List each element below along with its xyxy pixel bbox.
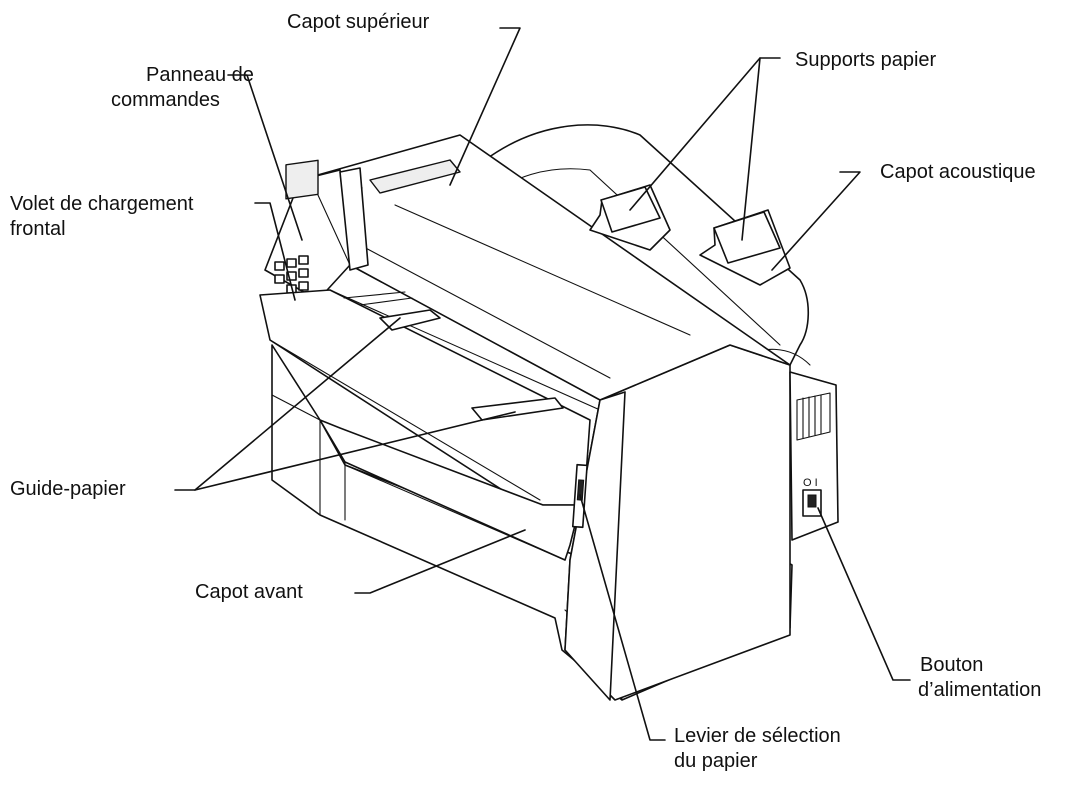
paper-guides-icon — [343, 291, 564, 421]
power-switch-icon — [802, 489, 822, 517]
paper-supports-icon — [589, 184, 791, 286]
label-volet-line1: Volet de chargement — [10, 193, 194, 215]
label-bouton-line2: d’alimentation — [918, 679, 1042, 701]
label-supports-papier: Supports papier — [795, 49, 937, 71]
switch-mark: O I — [803, 477, 818, 489]
label-panneau-line2: commandes — [111, 89, 220, 111]
label-panneau-line1: Panneau de — [146, 64, 254, 86]
label-bouton-d-alimentation: Bouton d’alimentation — [918, 653, 1042, 703]
label-levier-line2: du papier — [674, 750, 758, 772]
vent-grill — [796, 392, 831, 441]
label-levier-de-selection-du-papier: Levier de sélection du papier — [674, 724, 841, 774]
label-panneau-de-commandes: Panneau de commandes — [111, 63, 254, 113]
label-guide-papier: Guide-papier — [10, 478, 126, 500]
label-volet-line2: frontal — [10, 218, 66, 240]
leader-lines — [174, 27, 911, 741]
label-capot-avant: Capot avant — [195, 581, 303, 603]
label-levier-line1: Levier de sélection — [674, 725, 841, 747]
label-bouton-line1: Bouton — [920, 654, 984, 676]
label-capot-superieur: Capot supérieur — [287, 11, 430, 33]
control-panel-icon — [264, 159, 369, 301]
label-volet-de-chargement-frontal: Volet de chargement frontal — [10, 192, 193, 242]
label-capot-acoustique: Capot acoustique — [880, 161, 1036, 183]
